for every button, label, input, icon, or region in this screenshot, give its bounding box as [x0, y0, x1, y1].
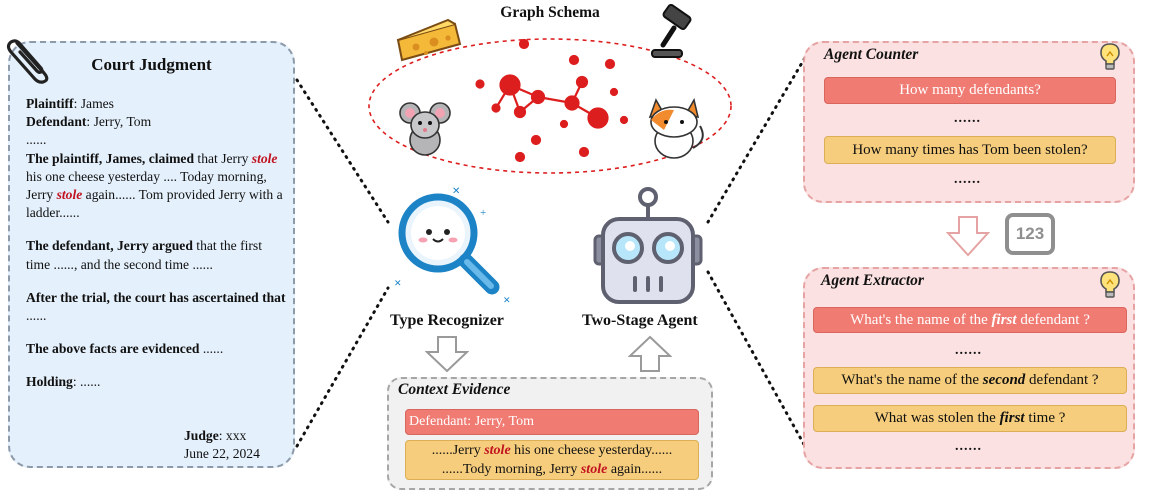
graph-schema: [368, 3, 732, 174]
extractor-q1-text: defendant ?: [1016, 311, 1090, 328]
defendant-evidence-bar: Defendant: Jerry, Tom: [405, 409, 699, 435]
defendant-value: : Jerry, Tom: [86, 114, 152, 130]
graph-network-icon: [475, 38, 629, 163]
extractor-q3-emphasis: first: [999, 410, 1025, 426]
evidence-line: ......Tody morning, Jerry stole again...…: [442, 460, 662, 479]
ellipsis-line: ......: [26, 132, 47, 148]
extractor-question-3: What was stolen the first time ?: [813, 405, 1127, 432]
paperclip-icon: [6, 39, 49, 84]
agent-counter-title: Agent Counter: [824, 46, 919, 63]
connector-agent-counter: [706, 54, 808, 224]
extractor-question-2: What's the name of the second defendant …: [813, 367, 1127, 394]
cheese-icon: [396, 18, 462, 62]
extractor-ellipsis-2: ......: [955, 439, 982, 454]
graph-schema-title: Graph Schema: [500, 4, 600, 21]
evidence-line: ......Jerry stole his one cheese yesterd…: [432, 441, 673, 460]
defendant-label: Defendant: [26, 114, 87, 130]
facts-text: ......: [199, 341, 224, 357]
extractor-q3-text: What was stolen the: [874, 410, 1000, 426]
counter-ellipsis-2: ......: [954, 172, 981, 187]
svg-text:✕: ✕: [452, 186, 460, 197]
connector-court-bottom: [295, 286, 390, 448]
counter-ellipsis-1: ......: [954, 111, 981, 126]
extractor-q2-emphasis: second: [982, 372, 1026, 388]
extractor-question-1: What's the name of the first defendant ?: [813, 307, 1127, 333]
court-judgment-title: Court Judgment: [91, 55, 212, 74]
extractor-ellipsis-1: ......: [955, 343, 982, 358]
lightbulb-icon: [1100, 271, 1120, 298]
counter-number-badge: 123: [1005, 213, 1055, 255]
evidence-excerpt-box: ......Jerry stole his one cheese yesterd…: [405, 440, 699, 480]
counter-question-1: How many defendants?: [824, 77, 1116, 104]
connector-court-top: [295, 78, 390, 224]
plaintiff-value: : James: [73, 96, 114, 111]
robot-icon: [593, 187, 703, 304]
evidence-text: his one cheese yesterday......: [510, 443, 673, 458]
mouse-icon: [399, 102, 451, 156]
counter-number-text: 123: [1015, 224, 1045, 243]
judgment-date: June 22, 2024: [184, 446, 260, 461]
lightbulb-icon: [1100, 43, 1120, 70]
court-judgment-panel: Court Judgment Plaintiff: James Defendan…: [8, 41, 295, 468]
trial-lead: After the trial, the court has ascertain…: [26, 289, 286, 305]
stole-highlight: stole: [56, 187, 83, 203]
evidence-text: ......Jerry: [431, 443, 485, 458]
claim-text: his one cheese yesterday .... Today morn…: [26, 168, 267, 203]
stole-highlight: stole: [484, 443, 511, 458]
stole-highlight: stole: [251, 150, 278, 166]
plaintiff-label: Plaintiff: [26, 96, 74, 111]
claim-text: again...... Tom provided Jerry with a la…: [26, 187, 283, 221]
agent-extractor-panel: Agent Extractor What's the name of the f…: [803, 267, 1135, 469]
gavel-icon: [651, 3, 692, 58]
holding-text: : ......: [72, 374, 101, 390]
arrow-down-icon: [425, 336, 469, 373]
holding-label: Holding: [26, 374, 73, 390]
context-evidence-title: Context Evidence: [398, 381, 511, 398]
arrow-down-icon: [946, 216, 990, 257]
argue-lead: The defendant, Jerry argued: [26, 238, 193, 254]
counter-question-2: How many times has Tom been stolen?: [824, 136, 1116, 164]
judge-signature: Judge: xxx June 22, 2024: [184, 427, 260, 463]
judge-value: : xxx: [218, 428, 247, 443]
context-evidence-panel: Context Evidence Defendant: Jerry, Tom .…: [387, 377, 713, 490]
stole-highlight: stole: [580, 462, 608, 477]
extractor-q1-text: What's the name of the: [850, 311, 992, 328]
extractor-q2-text: What's the name of the: [841, 372, 983, 388]
svg-text:✕: ✕: [503, 295, 511, 305]
connector-agent-extractor: [706, 270, 808, 450]
agent-extractor-title: Agent Extractor: [821, 272, 924, 289]
extractor-q3-text: time ?: [1024, 410, 1066, 426]
claim-text: that Jerry: [194, 150, 252, 166]
court-judgment-body: Plaintiff: James Defendant: Jerry, Tom .…: [26, 95, 288, 392]
argue-text: that the first time ......, and the seco…: [26, 238, 262, 272]
svg-text:+: +: [480, 207, 486, 219]
cat-icon: [648, 97, 704, 159]
judge-label: Judge: [184, 428, 219, 443]
facts-lead: The above facts are evidenced: [26, 341, 200, 357]
schema-ellipse: [368, 38, 732, 174]
magnifier-icon: ✕ + ✕ ✕: [394, 186, 511, 305]
trial-text: ......: [26, 308, 47, 324]
claim-lead: The plaintiff, James, claimed: [26, 150, 195, 166]
svg-text:✕: ✕: [394, 278, 402, 288]
type-recognizer-label: Type Recognizer: [390, 312, 504, 329]
evidence-text: again......: [607, 462, 663, 477]
extractor-q2-text: defendant ?: [1025, 372, 1099, 388]
arrow-up-icon: [628, 335, 672, 372]
two-stage-agent-label: Two-Stage Agent: [582, 312, 698, 329]
extractor-q1-emphasis: first: [991, 311, 1017, 328]
agent-counter-panel: Agent Counter How many defendants? .....…: [803, 41, 1135, 203]
evidence-text: ......Tody morning, Jerry: [441, 462, 581, 477]
